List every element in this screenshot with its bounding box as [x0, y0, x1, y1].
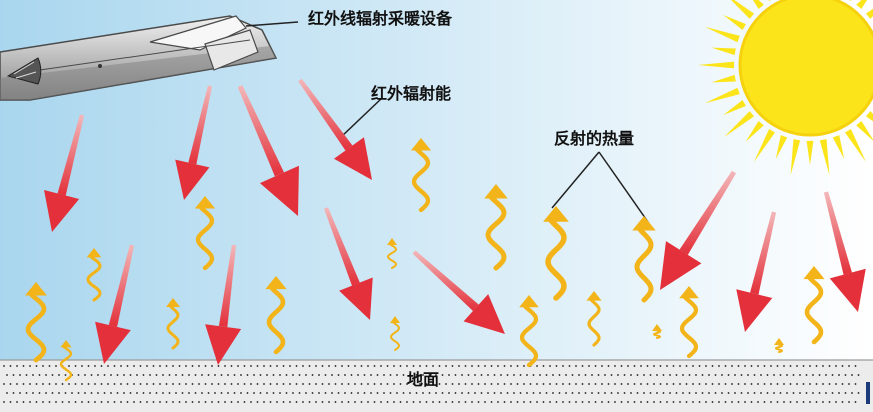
sun-ray	[832, 135, 845, 159]
infrared-arrow	[95, 244, 135, 364]
sun-ray	[752, 0, 764, 10]
infrared-radiation-arrows	[44, 78, 866, 365]
sun-icon	[698, 0, 873, 176]
infrared-arrow	[298, 78, 372, 180]
reflected-heat-wave	[387, 238, 397, 269]
reflected-heat-wave	[803, 266, 825, 345]
edge-marker	[866, 382, 870, 404]
reflected-heat-wave	[390, 316, 400, 351]
reflected-heat-waves	[25, 138, 825, 382]
reflected-heat-wave	[86, 248, 102, 302]
sun-ray	[731, 0, 755, 19]
device-label: 红外线辐射采暖设备	[308, 9, 453, 28]
infrared-arrow	[736, 211, 777, 332]
infrared-arrow	[660, 170, 737, 290]
sun-ray	[745, 120, 764, 142]
sun-ray	[775, 135, 788, 159]
reflected-heat-wave	[652, 324, 662, 339]
ground-label: 地面	[407, 370, 440, 389]
infrared-arrow	[44, 114, 85, 232]
label-leader-lines	[245, 21, 649, 223]
reflected-heat-wave	[774, 338, 784, 353]
sun-ray	[856, 120, 873, 141]
sun-ray	[865, 8, 873, 19]
reflected-heat-wave	[59, 340, 73, 382]
sun-ray	[849, 0, 852, 1]
reflected-heat-wave	[543, 206, 569, 301]
reflected-heat-wave	[484, 184, 508, 271]
sun-ray	[819, 139, 830, 176]
infrared-arrow	[324, 207, 373, 320]
ground-strip	[0, 359, 873, 412]
reflected-heat-wave	[25, 282, 47, 363]
sun-ray	[724, 111, 755, 137]
sun-ray	[698, 61, 735, 69]
sun-ray	[704, 87, 740, 104]
infrared-heater-icon	[0, 15, 278, 101]
reflected-heat-wave	[265, 276, 287, 355]
radiant-energy-label: 红外辐射能	[371, 84, 452, 103]
reflected-heat-wave	[519, 295, 539, 368]
sun-ray	[768, 0, 771, 1]
sun-ray	[711, 47, 736, 56]
reflected-heat-wave	[194, 196, 216, 271]
reflected-heat-wave	[410, 138, 432, 213]
reflected-heat-wave	[166, 298, 180, 350]
infrared-arrow	[237, 84, 299, 216]
sun-ray	[723, 100, 746, 115]
sun-ray	[845, 129, 866, 162]
reflected-heat-label: 反射的热量	[554, 129, 635, 148]
sun-ray	[856, 0, 868, 10]
infrared-arrow	[823, 191, 866, 312]
sun-ray	[704, 26, 740, 43]
sun-ray	[790, 139, 801, 176]
sun-ray	[723, 15, 746, 30]
reflected-heat-wave	[586, 291, 602, 347]
reflected-heat-wave	[632, 216, 656, 303]
sun-ray	[806, 140, 814, 165]
infrared-arrow	[412, 250, 505, 334]
reflected-heat-wave	[679, 286, 699, 359]
sun-ray	[754, 129, 775, 162]
infrared-arrow	[175, 85, 212, 200]
infrared-arrow	[205, 244, 242, 365]
sun-ray	[865, 111, 873, 122]
sun-ray	[711, 74, 736, 83]
